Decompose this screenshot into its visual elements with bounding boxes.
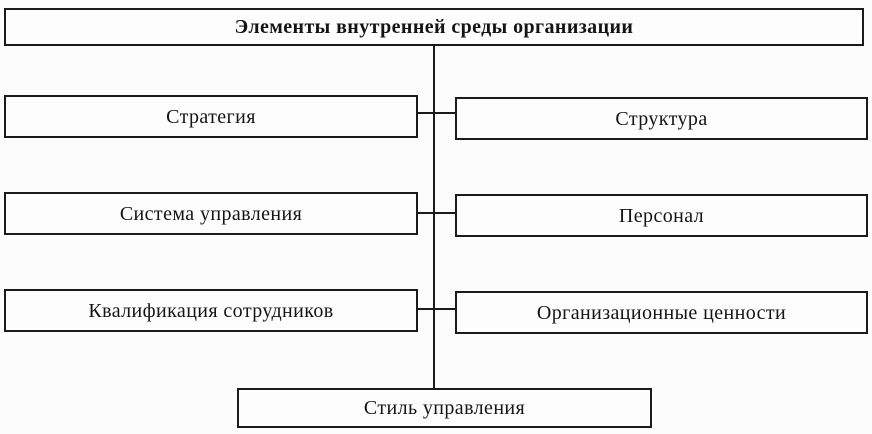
node-structure: Структура (455, 97, 868, 140)
connector-row3 (418, 308, 455, 310)
node-staff-qualification: Квалификация сотрудников (4, 289, 418, 332)
node-organizational-values: Организационные ценности (455, 291, 868, 334)
node-strategy: Стратегия (4, 95, 418, 138)
connector-row1 (418, 112, 455, 114)
connector-vertical-spine (433, 46, 435, 388)
node-structure-label: Структура (615, 107, 708, 130)
node-management-style-label: Стиль управления (363, 397, 526, 419)
node-staff-qualification-label: Квалификация сотрудников (88, 299, 334, 322)
node-personnel-label: Персонал (618, 204, 705, 227)
connector-row2 (418, 212, 455, 214)
node-management-system: Система управления (4, 192, 418, 235)
node-personnel: Персонал (455, 194, 868, 237)
diagram-title: Элементы внутренней среды организации (234, 16, 634, 38)
node-strategy-label: Стратегия (166, 105, 256, 128)
node-management-system-label: Система управления (119, 202, 303, 225)
node-management-style: Стиль управления (237, 388, 652, 428)
node-organizational-values-label: Организационные ценности (536, 301, 787, 324)
diagram-title-box: Элементы внутренней среды организации (4, 8, 864, 46)
